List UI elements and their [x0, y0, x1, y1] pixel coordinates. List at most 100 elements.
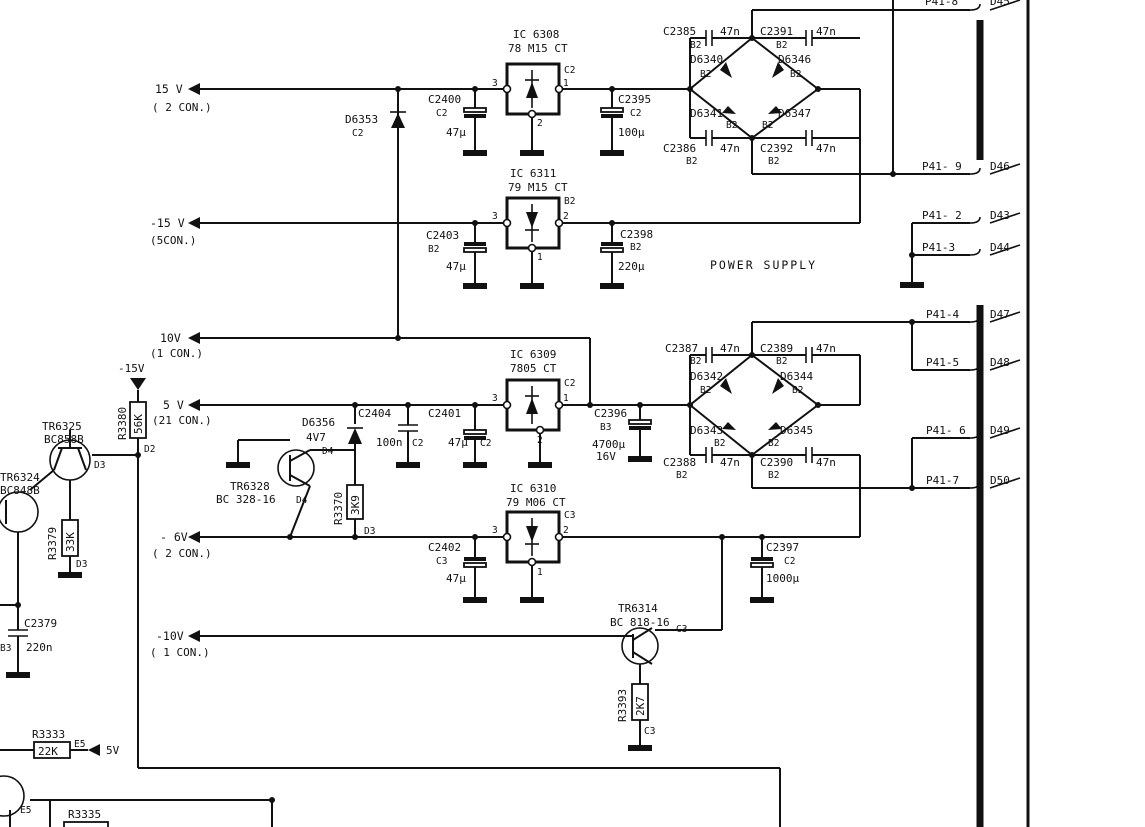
- d6342-loc: B2: [700, 385, 711, 396]
- c2397-loc: C2: [784, 556, 795, 567]
- conn-p41-2-pin: P41- 2: [922, 209, 962, 222]
- label-m15v: -15 V: [150, 216, 185, 230]
- rail-15v-section: [188, 83, 861, 338]
- conn-p41-8-pin: P41-8: [925, 0, 958, 8]
- c2402-ref: C2402: [428, 541, 461, 554]
- d6353-diode: [390, 111, 406, 128]
- conn-p41-4-pin: P41-4: [926, 308, 959, 321]
- c2400-ref: C2400: [428, 93, 461, 106]
- r3379-loc: D3: [76, 559, 87, 570]
- connector-hooks: [969, 0, 1021, 489]
- d6340-loc: B2: [700, 69, 711, 80]
- label-5v-sub: (21 CON.): [152, 414, 212, 427]
- ic6310-pin-gnd: 1: [537, 567, 543, 578]
- ic6310-type: 79 M06 CT: [506, 496, 566, 509]
- d6345-ref: D6345: [780, 424, 813, 437]
- tr6328-ref: TR6328: [230, 480, 270, 493]
- arrow-m10v: [188, 630, 200, 642]
- ic6308-type: 78 M15 CT: [508, 42, 568, 55]
- c2390-value: 47n: [816, 456, 836, 469]
- c2403-value: 47µ: [446, 260, 466, 273]
- d6356-ref: D6356: [302, 416, 335, 429]
- c2391-loc: B2: [776, 40, 787, 51]
- ic6308-pin-out: 1: [563, 78, 569, 89]
- r3393-value: 2K7: [634, 696, 647, 716]
- c2391-ref: C2391: [760, 25, 793, 38]
- connector-bus: [976, 0, 1030, 827]
- c2397-value: 1000µ: [766, 572, 799, 585]
- c2398-loc: B2: [630, 242, 641, 253]
- c2387-value: 47n: [720, 342, 740, 355]
- ic6309-ref: IC 6309: [510, 348, 556, 361]
- c2392-loc: B2: [768, 156, 779, 167]
- conn-p41-5-pin: P41-5: [926, 356, 959, 369]
- c2379-loc: B3: [0, 643, 11, 654]
- c2398-ref: C2398: [620, 228, 653, 241]
- label-m15v-sub: (5CON.): [150, 234, 196, 247]
- ic6311-regulator: [502, 196, 564, 253]
- d6347-ref: D6347: [778, 107, 811, 120]
- c2392-ref: C2392: [760, 142, 793, 155]
- label-15v: 15 V: [155, 82, 183, 96]
- c2403-ref: C2403: [426, 229, 459, 242]
- r3333-ref: R3333: [32, 728, 65, 741]
- c2400-value: 47µ: [446, 126, 466, 139]
- d6346-ref: D6346: [778, 53, 811, 66]
- tr6328-type: BC 328-16: [216, 493, 276, 506]
- labels: 15 V ( 2 CON.) -15 V (5CON.) 10V (1 CON.…: [0, 0, 1010, 821]
- ic6310-regulator: [502, 510, 564, 567]
- tr6324-type: BC848B: [0, 484, 40, 497]
- c2402-value: 47µ: [446, 572, 466, 585]
- c2398-value: 220µ: [618, 260, 645, 273]
- r3380-ref: R3380: [116, 407, 129, 440]
- tr6324-ref: TR6324: [0, 471, 40, 484]
- r3393-loc: C3: [644, 726, 655, 737]
- arrow-10v: [188, 332, 200, 344]
- c2387-loc: B2: [690, 356, 701, 367]
- ic6311-pin-out: 2: [563, 211, 569, 222]
- ic6311-loc: B2: [564, 196, 575, 207]
- ic6308-loc: C2: [564, 65, 575, 76]
- rail-5v-section: [188, 332, 690, 538]
- c2386-value: 47n: [720, 142, 740, 155]
- label-5v-bottom: 5V: [106, 744, 120, 757]
- ic6309-regulator: [502, 378, 564, 435]
- label-5v: 5 V: [163, 398, 184, 412]
- arrow-m15v: [188, 217, 200, 229]
- c2387-ref: C2387: [665, 342, 698, 355]
- c2391-value: 47n: [816, 25, 836, 38]
- c2390-loc: B2: [768, 470, 779, 481]
- conn-p41-6-pin: P41- 6: [926, 424, 966, 437]
- c2401-ref: C2401: [428, 407, 461, 420]
- d6356-loc: D4: [322, 446, 334, 457]
- c2404-value: 100n: [376, 436, 403, 449]
- r3393-ref: R3393: [616, 689, 629, 722]
- d6347-loc: B2: [762, 120, 773, 131]
- ic6310-ref: IC 6310: [510, 482, 556, 495]
- c2396-loc: B3: [600, 422, 611, 433]
- c2395-loc: C2: [630, 108, 641, 119]
- ic6309-pin-in: 3: [492, 393, 498, 404]
- e5-loc: E5: [20, 805, 31, 816]
- title-power-supply: POWER SUPPLY: [710, 258, 817, 272]
- label-10v-sub: (1 CON.): [150, 347, 203, 360]
- left-circuit: [0, 378, 781, 827]
- ic6311-type: 79 M15 CT: [508, 181, 568, 194]
- c2396-ref: C2396: [594, 407, 627, 420]
- arrow-5v: [188, 399, 200, 411]
- ic6311-ref: IC 6311: [510, 167, 556, 180]
- ic6310-loc: C3: [564, 510, 575, 521]
- ic6310-pin-out: 2: [563, 525, 569, 536]
- tr6314-loc: C3: [676, 624, 687, 635]
- r3380-loc: D2: [144, 444, 155, 455]
- c2397-ref: C2397: [766, 541, 799, 554]
- conn-p41-8-net: D45: [990, 0, 1010, 8]
- d6343-loc: B2: [714, 438, 725, 449]
- c2396-volt: 16V: [596, 450, 616, 463]
- r3370-ref: R3370: [332, 492, 345, 525]
- c2389-value: 47n: [816, 342, 836, 355]
- c2395-ref: C2395: [618, 93, 651, 106]
- ic6308-regulator: [502, 62, 564, 119]
- c2379-ref: C2379: [24, 617, 57, 630]
- r3333-value: 22K: [38, 745, 58, 758]
